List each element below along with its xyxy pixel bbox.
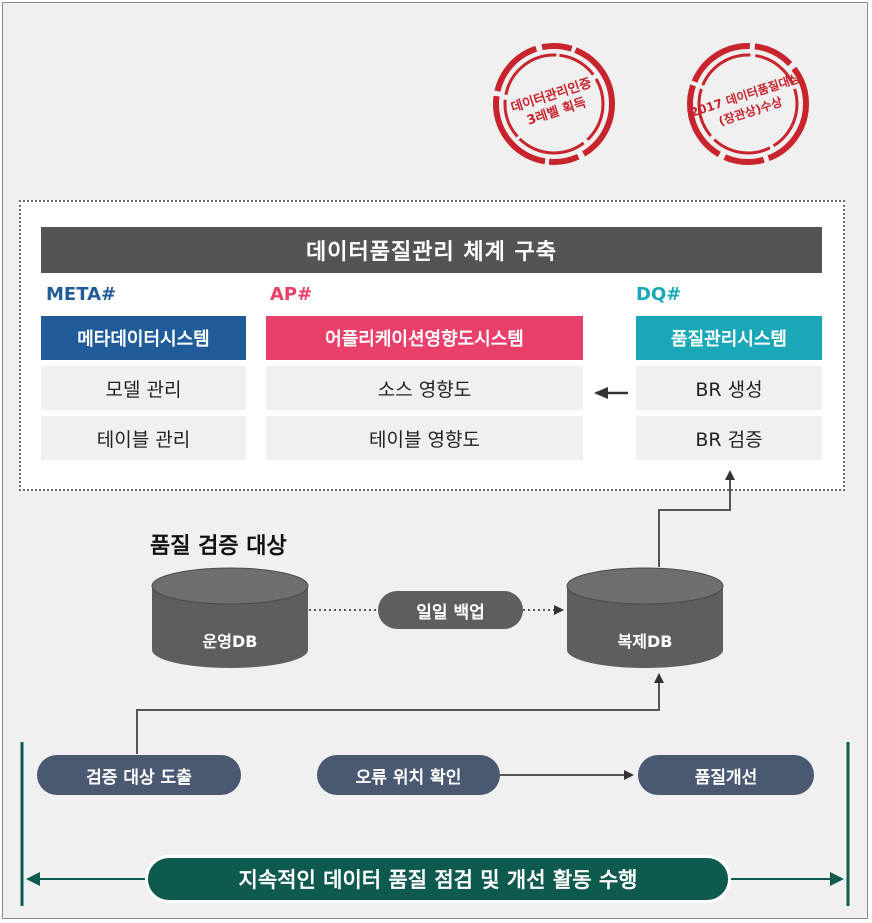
replica-db-label: 복제DB (617, 632, 673, 651)
ap-row: 테이블 영향도 (266, 416, 583, 460)
step-quality-improve: 품질개선 (638, 755, 814, 795)
ap-tag: AP# (270, 284, 313, 305)
verification-title: 품질 검증 대상 (150, 534, 287, 559)
replica-db-icon (566, 567, 724, 668)
meta-row: 모델 관리 (41, 366, 246, 410)
dq-row: BR 생성 (636, 366, 822, 410)
award-stamp: 2017 데이터품질대상 (장관상)수상 (684, 40, 812, 168)
source-db-label: 운영DB (202, 632, 258, 651)
banner-left-arrow-icon (26, 872, 40, 886)
replica-to-dq-arrow (658, 470, 735, 567)
target-to-replica-arrow (136, 673, 664, 754)
dq-system-header: 품질관리시스템 (636, 316, 822, 360)
step-locate-errors: 오류 위치 확인 (317, 755, 500, 795)
meta-system-header: 메타데이터시스템 (41, 316, 246, 360)
ap-row: 소스 영향도 (266, 366, 583, 410)
step-derive-target: 검증 대상 도출 (37, 755, 241, 795)
daily-backup-label: 일일 백업 (378, 591, 523, 629)
meta-tag: META# (46, 284, 117, 305)
stamp-ring-icon (687, 43, 809, 165)
dq-tag: DQ# (636, 284, 682, 305)
certification-stamp: 데이터관리인증 3레벨 획득 (490, 40, 618, 168)
stamp-ring-icon (493, 43, 615, 165)
diagram-title: 데이터품질관리 체계 구축 (41, 227, 822, 273)
continuous-improvement-banner: 지속적인 데이터 품질 점검 및 개선 활동 수행 (145, 855, 731, 903)
dq-row: BR 검증 (636, 416, 822, 460)
source-db-icon (151, 567, 309, 668)
ap-system-header: 어플리케이션영향도시스템 (266, 316, 583, 360)
banner-right-arrow-icon (830, 872, 844, 886)
meta-row: 테이블 관리 (41, 416, 246, 460)
